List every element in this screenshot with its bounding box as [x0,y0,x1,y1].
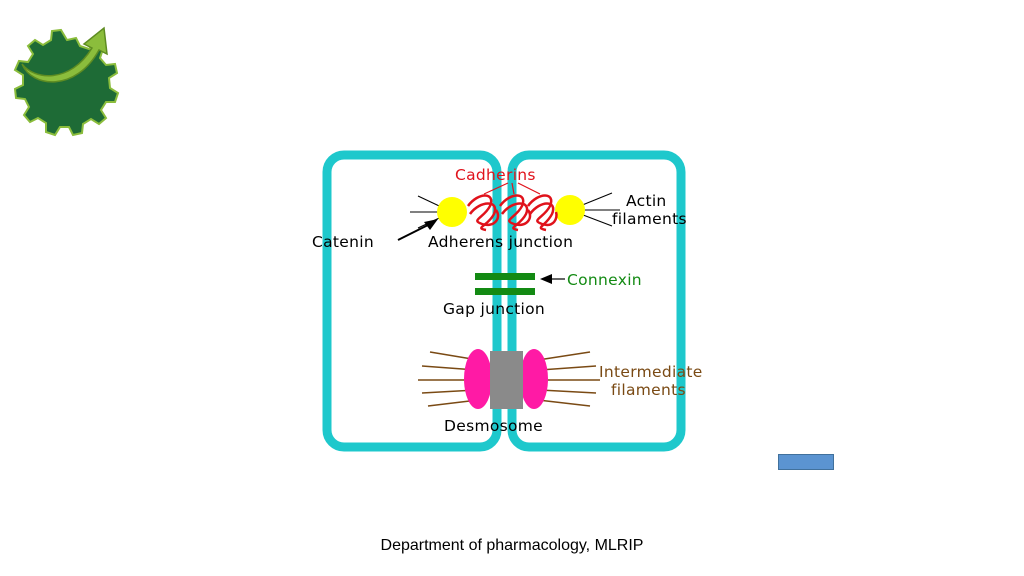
institution-logo-icon [13,26,120,137]
desmosome-core [490,351,523,409]
catenin-arrow [397,219,438,241]
cadherins-label: Cadherins [455,166,536,184]
blue-rectangle-shape [778,454,834,470]
adherens-junction-label: Adherens junction [428,233,573,251]
footer-department-text: Department of pharmacology, MLRIP [380,537,644,554]
intermediate-filaments-label-line1: Intermediate [599,363,703,381]
actin-filaments-label-line2: filaments [612,210,687,228]
catenin-label: Catenin [312,233,374,251]
desmosome-plaque-right [520,349,548,409]
right-cell-membrane [507,150,686,452]
cadherin-coils [466,194,558,232]
connexin-arrow [540,274,565,284]
gap-junction-label: Gap junction [443,300,545,318]
catenin-left [437,197,467,227]
intermediate-filaments-label-line2: filaments [611,381,686,399]
arrow-shape [21,26,108,83]
connexin-bar-top [475,273,535,280]
left-cell-membrane [322,150,502,452]
actin-filaments-label-line1: Actin [626,192,667,210]
connexin-label: Connexin [567,271,642,289]
connexin-bar-bottom [475,288,535,295]
catenin-right [555,195,585,225]
desmosome-plaque-left [464,349,492,409]
cadherin-leader-lines [483,182,541,195]
desmosome-label: Desmosome [444,417,543,435]
